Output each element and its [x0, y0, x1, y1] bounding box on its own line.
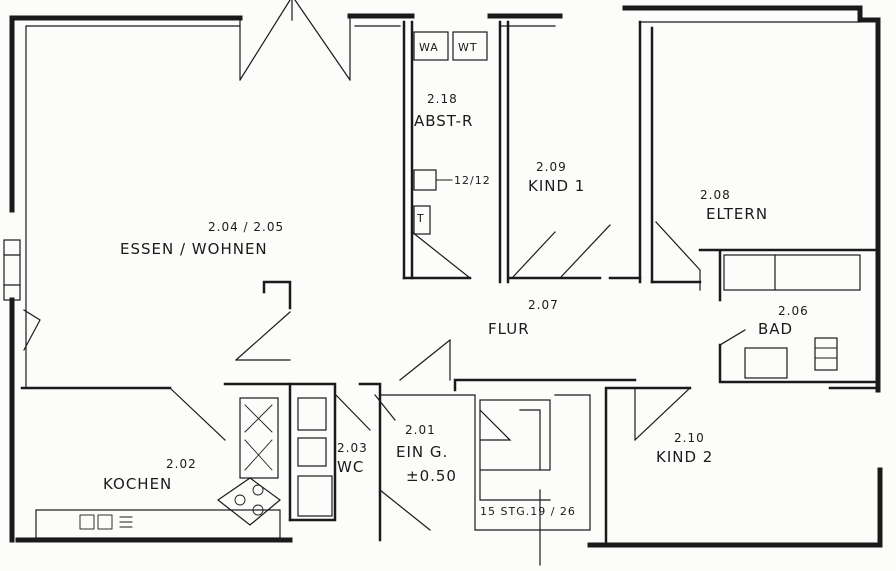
washer-label: WA [419, 41, 439, 54]
t-label: T [417, 212, 425, 225]
room-name-bad: BAD [758, 320, 794, 338]
room-number-eing: 2.01 [405, 423, 436, 437]
room-name-essen-wohnen: ESSEN / WOHNEN [120, 240, 268, 258]
left-window [3, 239, 41, 351]
meter-label: 12/12 [454, 174, 491, 187]
room-number-kind2: 2.10 [674, 431, 705, 445]
room-number-bad: 2.06 [778, 304, 809, 318]
room-name-kind1: KIND 1 [528, 177, 586, 195]
interior-walls [20, 20, 880, 547]
washer-dryer [413, 31, 488, 61]
room-name-kochen: KOCHEN [103, 475, 173, 493]
utility-boxes [413, 169, 453, 235]
room-name-abstr: ABST-R [414, 112, 474, 130]
room-number-kochen: 2.02 [166, 457, 197, 471]
room-number-abstr: 2.18 [427, 92, 458, 106]
room-name-kind2: KIND 2 [656, 448, 714, 466]
room-number-kind1: 2.09 [536, 160, 567, 174]
room-number-eltern: 2.08 [700, 188, 731, 202]
dryer-label: WT [458, 41, 478, 54]
room-number-flur: 2.07 [528, 298, 559, 312]
room-number-essen-wohnen: 2.04 / 2.05 [208, 220, 285, 234]
door-swings [169, 0, 746, 566]
wc-fixtures [297, 397, 333, 517]
stairwell [479, 399, 551, 501]
room-name-eing: EIN G. [396, 443, 449, 461]
level-annotation: ±0.50 [406, 467, 457, 485]
kitchen-fixtures [35, 397, 281, 539]
room-name-wc: WC [337, 458, 365, 476]
room-number-wc: 2.03 [337, 441, 368, 455]
room-name-flur: FLUR [488, 320, 530, 338]
outer-walls [9, 5, 883, 548]
stairs-annotation: 15 STG.19 / 26 [480, 505, 576, 518]
room-name-eltern: ELTERN [706, 205, 769, 223]
bath-fixtures [723, 254, 861, 379]
